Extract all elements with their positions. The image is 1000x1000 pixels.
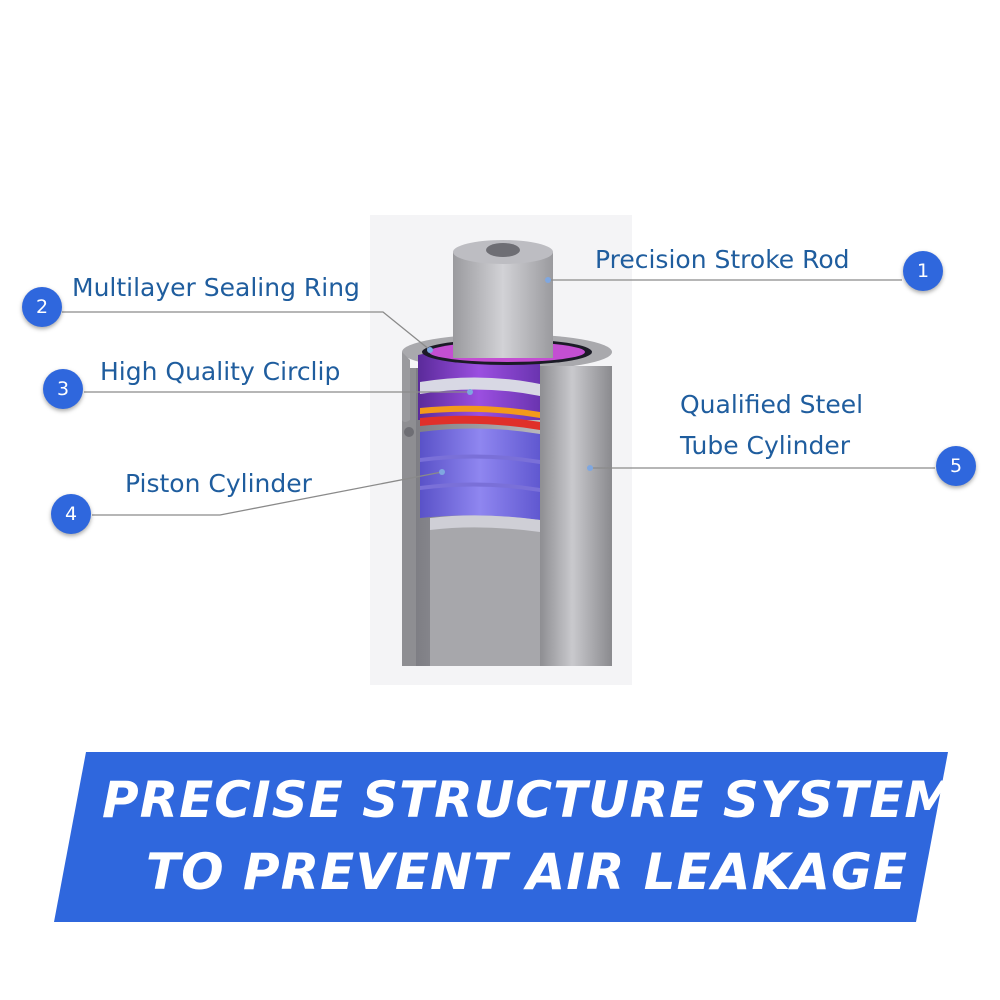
- callout-badge-4: 4: [51, 494, 91, 534]
- banner-headline-line1: PRECISE STRUCTURE SYSTEM: [102, 771, 956, 829]
- red-ring: [420, 415, 540, 430]
- piston-body: [420, 428, 540, 520]
- steel-tube-wall: [540, 368, 612, 666]
- tube-rim-right: [540, 366, 612, 420]
- piston-base: [430, 515, 540, 532]
- circlip: [420, 377, 540, 396]
- piston-groove: [420, 482, 540, 492]
- callout-badge-2: 2: [22, 287, 62, 327]
- tube-notch: [404, 427, 414, 437]
- leader-lines: [62, 279, 935, 516]
- leader-line-2: [62, 311, 431, 351]
- leader-dot: [467, 389, 473, 395]
- callout-label-5-line2: Tube Cylinder: [680, 431, 851, 460]
- callout-badge-3: 3: [43, 369, 83, 409]
- leader-dots: [427, 277, 593, 475]
- leader-dot: [427, 347, 433, 353]
- tube-rim-left: [402, 352, 410, 422]
- piston-groove: [420, 454, 540, 464]
- precision-stroke-rod: [453, 252, 553, 358]
- banner-headline-line2: TO PREVENT AIR LEAKAGE: [146, 843, 909, 901]
- callout-label-3: High Quality Circlip: [100, 357, 341, 386]
- callout-label-2: Multilayer Sealing Ring: [72, 273, 360, 302]
- rod-thread-hole: [486, 243, 520, 257]
- banner-background: [54, 752, 948, 922]
- banner: PRECISE STRUCTURE SYSTEM TO PREVENT AIR …: [50, 752, 954, 924]
- callout-badge-5: 5: [936, 446, 976, 486]
- callout-label-4: Piston Cylinder: [125, 469, 312, 498]
- callout-label-5-line1: Qualified Steel: [680, 390, 864, 419]
- orange-ring: [420, 405, 540, 418]
- tube-left-wall: [402, 368, 416, 666]
- callout-label-1: Precision Stroke Rod: [595, 245, 850, 274]
- leader-dot: [545, 277, 551, 283]
- leader-dot: [587, 465, 593, 471]
- gas-chamber: [430, 525, 540, 666]
- leader-dot: [439, 469, 445, 475]
- callout-badge-1: 1: [903, 251, 943, 291]
- leader-line-4: [92, 471, 443, 516]
